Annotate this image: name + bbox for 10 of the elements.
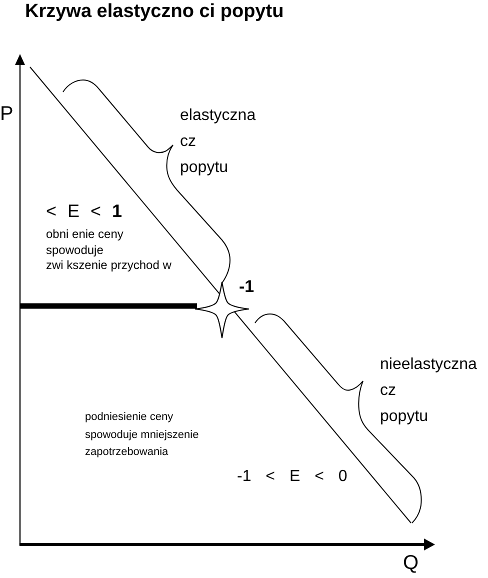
segment-label: elastyczna cz popytu (180, 106, 256, 178)
axis-label: P (0, 104, 14, 124)
segment-label: nieelastyczna cz popytu (380, 355, 477, 427)
diagram-title: Krzywa elastyczno ci popytu (25, 1, 284, 23)
inequality-label: -1 < E < 0 (237, 468, 348, 486)
note-text: obni enie ceny spowoduje zwi kszenie przychod w (46, 227, 172, 274)
value-label: -1 (239, 278, 254, 296)
note-text: podniesienie ceny spowoduje mniejszenie zapotrzebowania (85, 410, 199, 460)
inequality-label: < E < 1 (46, 201, 122, 221)
axis-label: Q (403, 554, 419, 572)
